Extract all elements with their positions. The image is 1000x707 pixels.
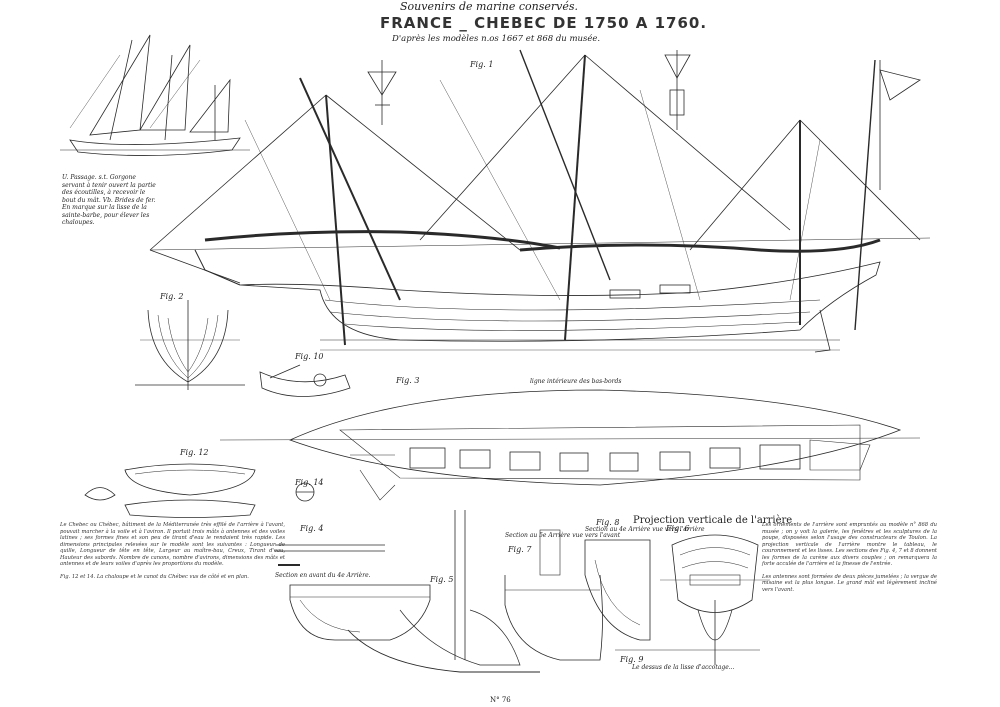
fig9-caption: Le dessus de la lisse d'accotage...	[632, 664, 735, 671]
right-description-p1: Les ornements de l'arrière sont emprunté…	[762, 522, 937, 567]
fig3-deck-plan	[219, 389, 921, 501]
series-heading: Souvenirs de marine conservés.	[400, 0, 579, 13]
right-description: Les ornements de l'arrière sont emprunté…	[762, 522, 937, 593]
fig14-label: Fig. 14	[295, 478, 324, 487]
fig1-hull-profile	[149, 249, 881, 353]
fig1-label: Fig. 1	[470, 60, 494, 69]
plate-title: FRANCE _ CHEBEC DE 1750 A 1760.	[380, 14, 708, 32]
rig-detail-left	[367, 60, 397, 125]
fig12-label: Fig. 12	[180, 448, 209, 457]
fig2-label: Fig. 2	[160, 292, 184, 301]
plate-number: N° 76	[490, 696, 511, 704]
fig5-section	[347, 510, 540, 673]
fig14-detail	[295, 482, 315, 502]
fig8-label: Fig. 8	[596, 518, 620, 527]
fig7-section	[504, 529, 603, 661]
fig3-label: Fig. 3	[396, 376, 420, 385]
fig8-section	[584, 539, 651, 641]
fig4-section	[289, 584, 431, 641]
left-description: Le Chebec ou Chébec, bâtiment de la Médi…	[60, 522, 285, 580]
fig4-caption: Section en avant du 4e Arrière.	[275, 572, 371, 579]
left-description-p1: Le Chebec ou Chébec, bâtiment de la Médi…	[60, 522, 285, 567]
fig10-detail	[259, 364, 351, 397]
fig2-body-plan	[135, 300, 245, 390]
fig3-top-caption: ligne intérieure des bas-bords	[530, 378, 622, 385]
fig12-boat	[124, 463, 256, 518]
fig4-label: Fig. 4	[300, 524, 324, 533]
vignette-ship-under-sail	[60, 34, 250, 156]
rig-detail-right	[664, 50, 691, 130]
fig6-label: Fig. 6	[666, 524, 690, 533]
plate-subtitle: D'après les modèles n.os 1667 et 868 du …	[392, 34, 601, 44]
fig7-caption: Section au 5e Arrière vue vers l'avant	[505, 532, 621, 539]
fig5-label: Fig. 5	[430, 575, 454, 584]
right-description-p2: Les antennes sont formées de deux pièces…	[762, 573, 937, 593]
fig8-caption: Section au 4e Arrière vue vers l'arrière	[585, 526, 705, 533]
scale-bars	[275, 544, 385, 566]
small-boat-sketch	[84, 487, 116, 501]
left-description-p2: Fig. 12 et 14. La chaloupe et le canot d…	[60, 573, 249, 580]
fig9-label: Fig. 9	[620, 655, 644, 664]
fig10-label: Fig. 10	[295, 352, 324, 361]
projection-title: Projection verticale de l'arrière	[633, 515, 793, 526]
fig1-rigging	[149, 49, 931, 346]
fig7-label: Fig. 7	[508, 545, 532, 554]
legend-note: U. Passage. s.t. Gorgone servant à tenir…	[62, 174, 156, 226]
stern-projection	[660, 534, 770, 665]
